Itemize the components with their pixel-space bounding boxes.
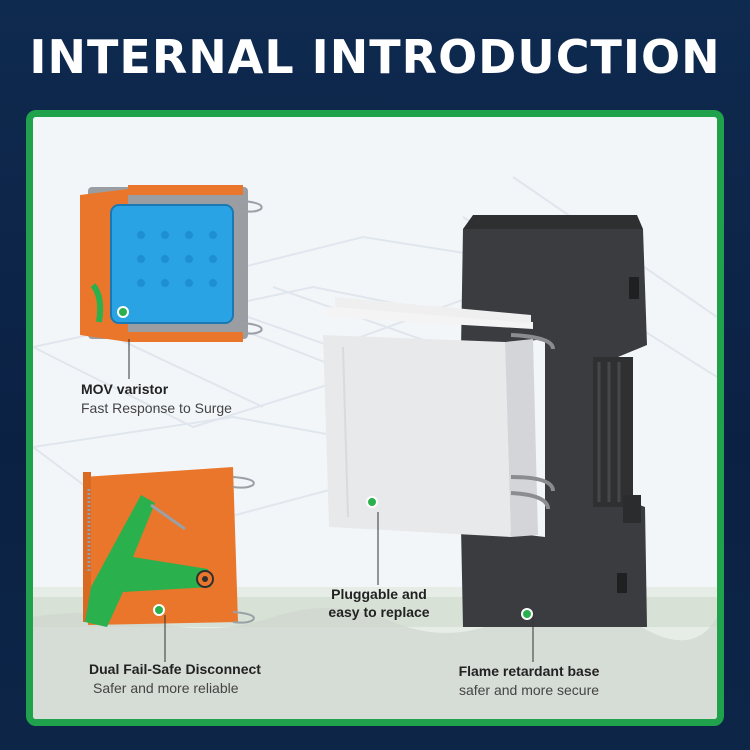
pluggable-module bbox=[323, 297, 555, 537]
base-subtitle: safer and more secure bbox=[458, 682, 600, 698]
pluggable-callout: Pluggable and easy to replace bbox=[309, 586, 449, 620]
failsafe-subtitle: Safer and more reliable bbox=[93, 680, 239, 696]
base-callout-dot bbox=[521, 608, 533, 620]
pluggable-callout-dot bbox=[366, 496, 378, 508]
failsafe-callout: Dual Fail-Safe Disconnect Safer and more… bbox=[89, 661, 261, 696]
pluggable-line1: Pluggable and bbox=[331, 586, 427, 602]
failsafe-title: Dual Fail-Safe Disconnect bbox=[89, 661, 261, 677]
mov-varistor-module bbox=[80, 185, 263, 342]
pluggable-line2: easy to replace bbox=[328, 604, 430, 620]
content-panel: MOV varistor Fast Response to Surge Dual… bbox=[26, 110, 724, 726]
mov-title: MOV varistor bbox=[81, 381, 169, 397]
mov-callout: MOV varistor Fast Response to Surge bbox=[81, 381, 232, 416]
product-illustration bbox=[80, 185, 647, 662]
flame-retardant-base bbox=[461, 215, 647, 627]
base-callout: Flame retardant base safer and more secu… bbox=[441, 663, 617, 698]
failsafe-disconnect-module bbox=[83, 467, 255, 627]
base-title: Flame retardant base bbox=[458, 663, 600, 679]
mov-subtitle: Fast Response to Surge bbox=[81, 400, 232, 416]
failsafe-callout-dot bbox=[153, 604, 165, 616]
mov-callout-dot bbox=[117, 306, 129, 318]
page-title: INTERNAL INTRODUCTION bbox=[29, 30, 721, 84]
